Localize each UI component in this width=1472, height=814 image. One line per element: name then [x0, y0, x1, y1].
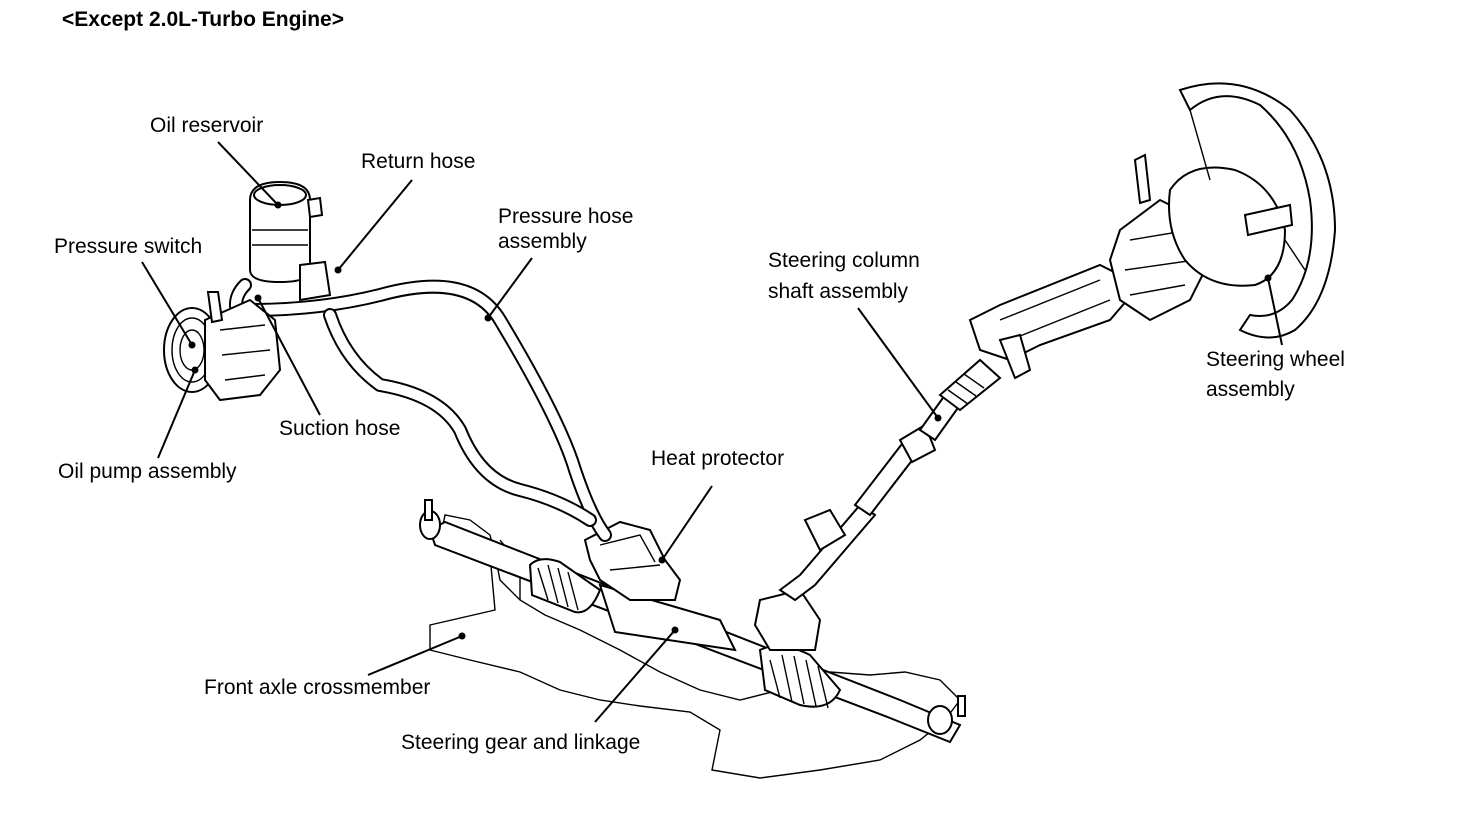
label-steering-column-line1: Steering column	[768, 249, 920, 272]
heat-protector-shape	[583, 520, 682, 601]
label-steering-column-line2: shaft assembly	[768, 280, 909, 303]
label-suction-hose: Suction hose	[279, 417, 401, 440]
leader-lines	[141, 141, 1283, 723]
label-pressure-hose-line2: assembly	[498, 230, 587, 253]
label-steering-gear: Steering gear and linkage	[401, 731, 641, 754]
steering-wheel-shape	[1168, 82, 1337, 339]
label-heat-protector: Heat protector	[651, 447, 785, 470]
label-oil-pump: Oil pump assembly	[58, 460, 237, 483]
label-return-hose: Return hose	[361, 150, 476, 173]
label-front-axle: Front axle crossmember	[204, 676, 431, 699]
return-hose-shape	[323, 308, 597, 527]
label-pressure-hose-line1: Pressure hose	[498, 205, 634, 228]
pressure-hose-shape	[243, 279, 612, 542]
steering-column-shape	[778, 153, 1212, 602]
label-pressure-switch: Pressure switch	[54, 235, 203, 258]
oil-pump-shape	[163, 291, 282, 402]
label-oil-reservoir: Oil reservoir	[150, 114, 264, 137]
diagram-title: <Except 2.0L-Turbo Engine>	[62, 8, 345, 31]
steering-rack-shape	[419, 499, 966, 744]
oil-reservoir-shape	[249, 180, 332, 302]
label-steering-wheel-line2: assembly	[1206, 378, 1295, 401]
label-steering-wheel-line1: Steering wheel	[1206, 348, 1345, 371]
